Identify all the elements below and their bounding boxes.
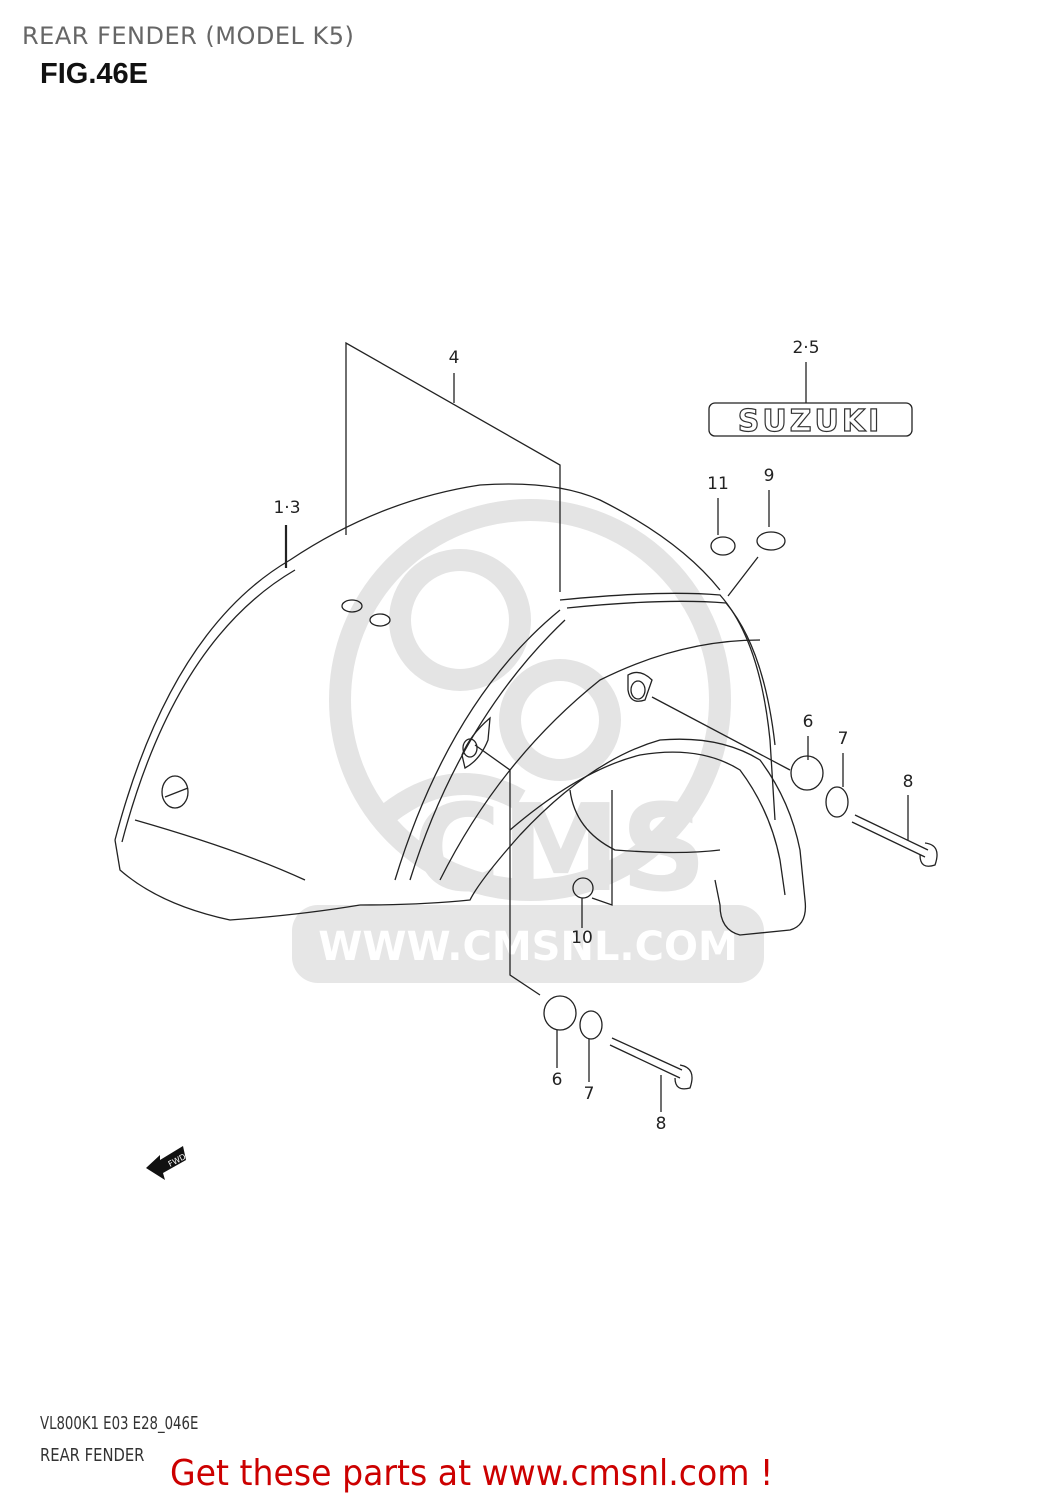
callout-6-lower: 6 xyxy=(551,1070,563,1090)
watermark-banner xyxy=(292,905,764,983)
grommet-9 xyxy=(756,531,786,551)
watermark xyxy=(329,499,731,901)
watermark-logo: CMS xyxy=(413,780,707,919)
callout-11: 11 xyxy=(707,474,729,494)
callout-9: 9 xyxy=(763,466,775,486)
model-code: VL800K1 E03 E28_046E xyxy=(40,1413,199,1434)
callout-10: 10 xyxy=(571,928,593,948)
section-name: REAR FENDER xyxy=(40,1445,145,1466)
callout-8-lower: 8 xyxy=(655,1114,667,1134)
callout-2-5: 2·5 xyxy=(792,338,820,358)
figure-number: FIG.46E xyxy=(40,58,148,90)
forward-arrow-icon: FWD xyxy=(146,1146,187,1180)
page-title: REAR FENDER (MODEL K5) xyxy=(22,22,355,50)
callout-4-leader xyxy=(345,341,561,592)
rear-fender xyxy=(114,483,807,936)
nut-10 xyxy=(572,877,594,899)
cushion-6-lower xyxy=(543,995,577,1031)
callout-7-upper: 7 xyxy=(837,729,849,749)
bolt-8-lower xyxy=(609,1037,693,1090)
callout-6-upper: 6 xyxy=(802,712,814,732)
callout-4: 4 xyxy=(448,348,460,368)
washer-7-lower xyxy=(579,1010,603,1040)
promo-link[interactable]: Get these parts at www.cmsnl.com ! xyxy=(170,1453,774,1494)
bolt-8-upper xyxy=(851,814,938,867)
washer-7-upper xyxy=(825,786,849,818)
watermark-url: WWW.CMSNL.COM xyxy=(318,924,738,970)
callout-1-3: 1·3 xyxy=(273,498,301,518)
callout-7-lower: 7 xyxy=(583,1084,595,1104)
callout-8-upper: 8 xyxy=(902,772,914,792)
suzuki-emblem xyxy=(708,402,913,437)
grommet-nut-11 xyxy=(710,536,736,556)
emblem-text: SUZUKI xyxy=(738,404,883,439)
cushion-6-upper xyxy=(790,755,824,791)
